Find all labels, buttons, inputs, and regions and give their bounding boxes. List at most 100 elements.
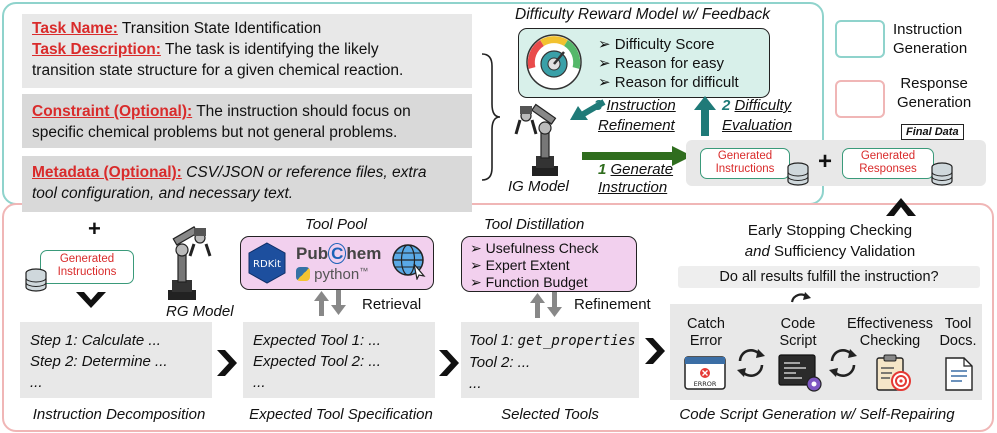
- final-plus: +: [818, 148, 833, 175]
- right-chevron-icon: [439, 350, 459, 376]
- task-desc-value-1: The task is identifying the likely: [164, 41, 379, 58]
- distill-item: ➢ Usefulness Check: [470, 240, 599, 256]
- cycle-arrows-icon: [737, 349, 765, 377]
- constraint-value-2: specific chemical problems but not gener…: [32, 124, 398, 141]
- generate-label: 1 Generate Instruction: [598, 161, 674, 196]
- task-box: Task Name: Transition State Identificati…: [22, 14, 472, 88]
- rg-model-label: RG Model: [166, 303, 234, 320]
- rg-robot-arm-icon: [168, 226, 212, 300]
- task-desc-value-2: transition state structure for a given c…: [32, 62, 404, 79]
- database-icon: [931, 162, 953, 186]
- final-generated-responses: Generated Responses: [842, 148, 934, 179]
- arrow-bullet-icon: ➢: [470, 257, 486, 273]
- metadata-label: Metadata (Optional):: [32, 164, 182, 181]
- early-stopping-text: Early Stopping Checking and Sufficiency …: [744, 222, 916, 260]
- metadata-box: Metadata (Optional): CSV/JSON or referen…: [22, 156, 472, 212]
- database-icon: [787, 162, 809, 186]
- legend-response-label: Response Generation: [897, 75, 972, 111]
- document-icon: [945, 357, 973, 391]
- retrieval-label: Retrieval: [362, 296, 422, 313]
- arrow-bullet-icon: ➢: [598, 74, 615, 91]
- python-logo: python™: [296, 266, 368, 283]
- caption-expected-tools: Expected Tool Specification: [249, 406, 433, 423]
- up-down-arrows-icon: [314, 290, 346, 316]
- caption-decomposition: Instruction Decomposition: [32, 406, 206, 423]
- python-snake-icon: [296, 267, 310, 281]
- selected-tools-box: Tool 1: get_properties Tool 2: ... ...: [461, 322, 639, 398]
- tool-distillation-box: ➢ Usefulness Check ➢ Expert Extent ➢ Fun…: [461, 236, 637, 292]
- svg-text:ERROR: ERROR: [694, 380, 717, 388]
- expected-tool: ...: [253, 374, 266, 391]
- expected-tool-box: Expected Tool 1: ... Expected Tool 2: ..…: [243, 322, 435, 398]
- decomp-step: Step 2: Determine ...: [30, 353, 168, 370]
- right-chevron-icon: [645, 338, 665, 364]
- difficulty-title: Difficulty Reward Model w/ Feedback: [515, 6, 770, 23]
- legend-instruction-swatch: [835, 20, 885, 58]
- difficulty-item: ➢ Difficulty Score: [598, 36, 715, 53]
- distill-item: ➢ Function Budget: [470, 274, 588, 290]
- cycle-arrows-icon: [829, 349, 857, 377]
- tool-pool-title: Tool Pool: [305, 216, 367, 233]
- decomposition-box: Step 1: Calculate ... Step 2: Determine …: [20, 322, 212, 398]
- database-icon: [25, 268, 47, 292]
- arrow-bullet-icon: ➢: [470, 274, 486, 290]
- right-chevron-icon: [217, 350, 237, 376]
- down-chevron-icon: [76, 292, 106, 308]
- expected-tool: Expected Tool 2: ...: [253, 353, 381, 370]
- rdkit-logo-icon: RDKit: [248, 242, 286, 284]
- final-generated-instructions: Generated Instructions: [700, 148, 790, 179]
- constraint-value-1: The instruction should focus on: [196, 103, 411, 120]
- selected-tool: ...: [469, 375, 482, 392]
- metadata-value-2: tool configuration, and necessary text.: [32, 185, 294, 202]
- task-desc-label: Task Description:: [32, 41, 161, 58]
- up-chevron-icon: [886, 198, 916, 216]
- arrow-bullet-icon: ➢: [470, 240, 486, 256]
- code-terminal-icon: [778, 354, 822, 392]
- task-name-value: Transition State Identification: [121, 20, 322, 37]
- arrow-bullet-icon: ➢: [598, 55, 615, 72]
- refine-label: 3 Instruction Refinement: [594, 97, 676, 134]
- ig-model-label: IG Model: [508, 178, 569, 195]
- early-stopping-question: Do all results fulfill the instruction?: [678, 266, 980, 288]
- up-down-arrows-icon: [530, 292, 562, 318]
- tool-distillation-title: Tool Distillation: [484, 216, 585, 233]
- distill-item: ➢ Expert Extent: [470, 257, 570, 273]
- arrow-bullet-icon: ➢: [598, 36, 615, 53]
- caption-selected-tools: Selected Tools: [501, 406, 599, 423]
- caption-codegen: Code Script Generation w/ Self-Repairing: [679, 406, 955, 423]
- refinement-label: Refinement: [574, 296, 651, 313]
- gauge-icon: [526, 34, 582, 90]
- selected-tool: Tool 1: get_properties: [469, 332, 636, 349]
- selected-tool: Tool 2: ...: [469, 354, 531, 371]
- evaluation-label: 2 Difficulty Evaluation: [722, 97, 793, 134]
- task-name-label: Task Name:: [32, 20, 118, 37]
- error-window-icon: ERROR: [684, 356, 726, 390]
- expected-tool: Expected Tool 1: ...: [253, 332, 381, 349]
- final-data-tag: Final Data: [901, 124, 964, 140]
- globe-icon: [392, 244, 426, 280]
- rg-plus: +: [88, 216, 101, 241]
- decomp-step: Step 1: Calculate ...: [30, 332, 161, 349]
- evaluation-arrow: [694, 96, 716, 136]
- metadata-value-1: CSV/JSON or reference files, extra: [186, 164, 427, 181]
- svg-text:RDKit: RDKit: [253, 259, 281, 270]
- decomp-step: ...: [30, 374, 43, 391]
- constraint-box: Constraint (Optional): The instruction s…: [22, 94, 472, 148]
- curly-brace: [481, 53, 501, 181]
- legend-response-swatch: [835, 80, 885, 118]
- difficulty-list: ➢ Difficulty Score ➢ Reason for easy ➢ R…: [598, 35, 739, 92]
- ig-robot-arm-icon: [514, 103, 558, 176]
- clipboard-target-icon: [876, 354, 911, 391]
- difficulty-item: ➢ Reason for difficult: [598, 74, 739, 91]
- difficulty-item: ➢ Reason for easy: [598, 55, 724, 72]
- legend-instruction-label: Instruction Generation: [893, 21, 968, 57]
- rg-generated-instructions: Generated Instructions: [40, 250, 134, 284]
- constraint-label: Constraint (Optional):: [32, 103, 193, 120]
- generate-arrow: [582, 146, 692, 166]
- refine-arrow: [570, 99, 606, 120]
